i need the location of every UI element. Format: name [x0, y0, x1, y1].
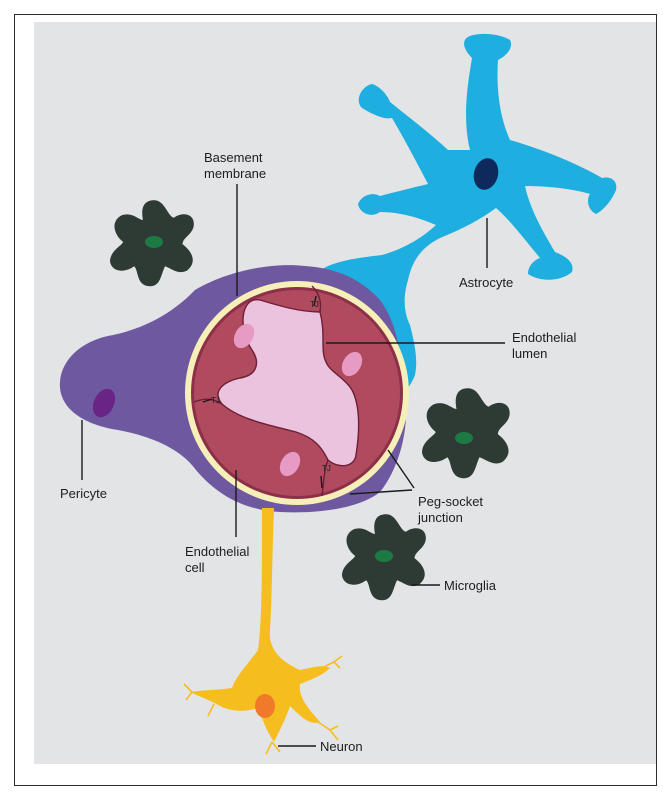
label-tj-top: TJ — [310, 300, 319, 309]
label-basement-membrane: Basement membrane — [204, 150, 266, 182]
label-endothelial-lumen: Endothelial lumen — [512, 330, 576, 362]
label-microglia: Microglia — [444, 578, 496, 594]
neuron-nucleus — [255, 694, 275, 718]
label-tj-left: TJ — [211, 396, 220, 405]
label-tj-bottom: TJ — [322, 464, 331, 473]
label-peg-socket-junction: Peg-socket junction — [418, 494, 483, 526]
label-astrocyte: Astrocyte — [459, 275, 513, 291]
microglia-2 — [422, 388, 510, 478]
microglia-1 — [110, 200, 194, 286]
label-pericyte: Pericyte — [60, 486, 107, 502]
label-neuron: Neuron — [320, 739, 363, 755]
label-endothelial-cell: Endothelial cell — [185, 544, 249, 576]
microglia-3 — [342, 514, 426, 600]
